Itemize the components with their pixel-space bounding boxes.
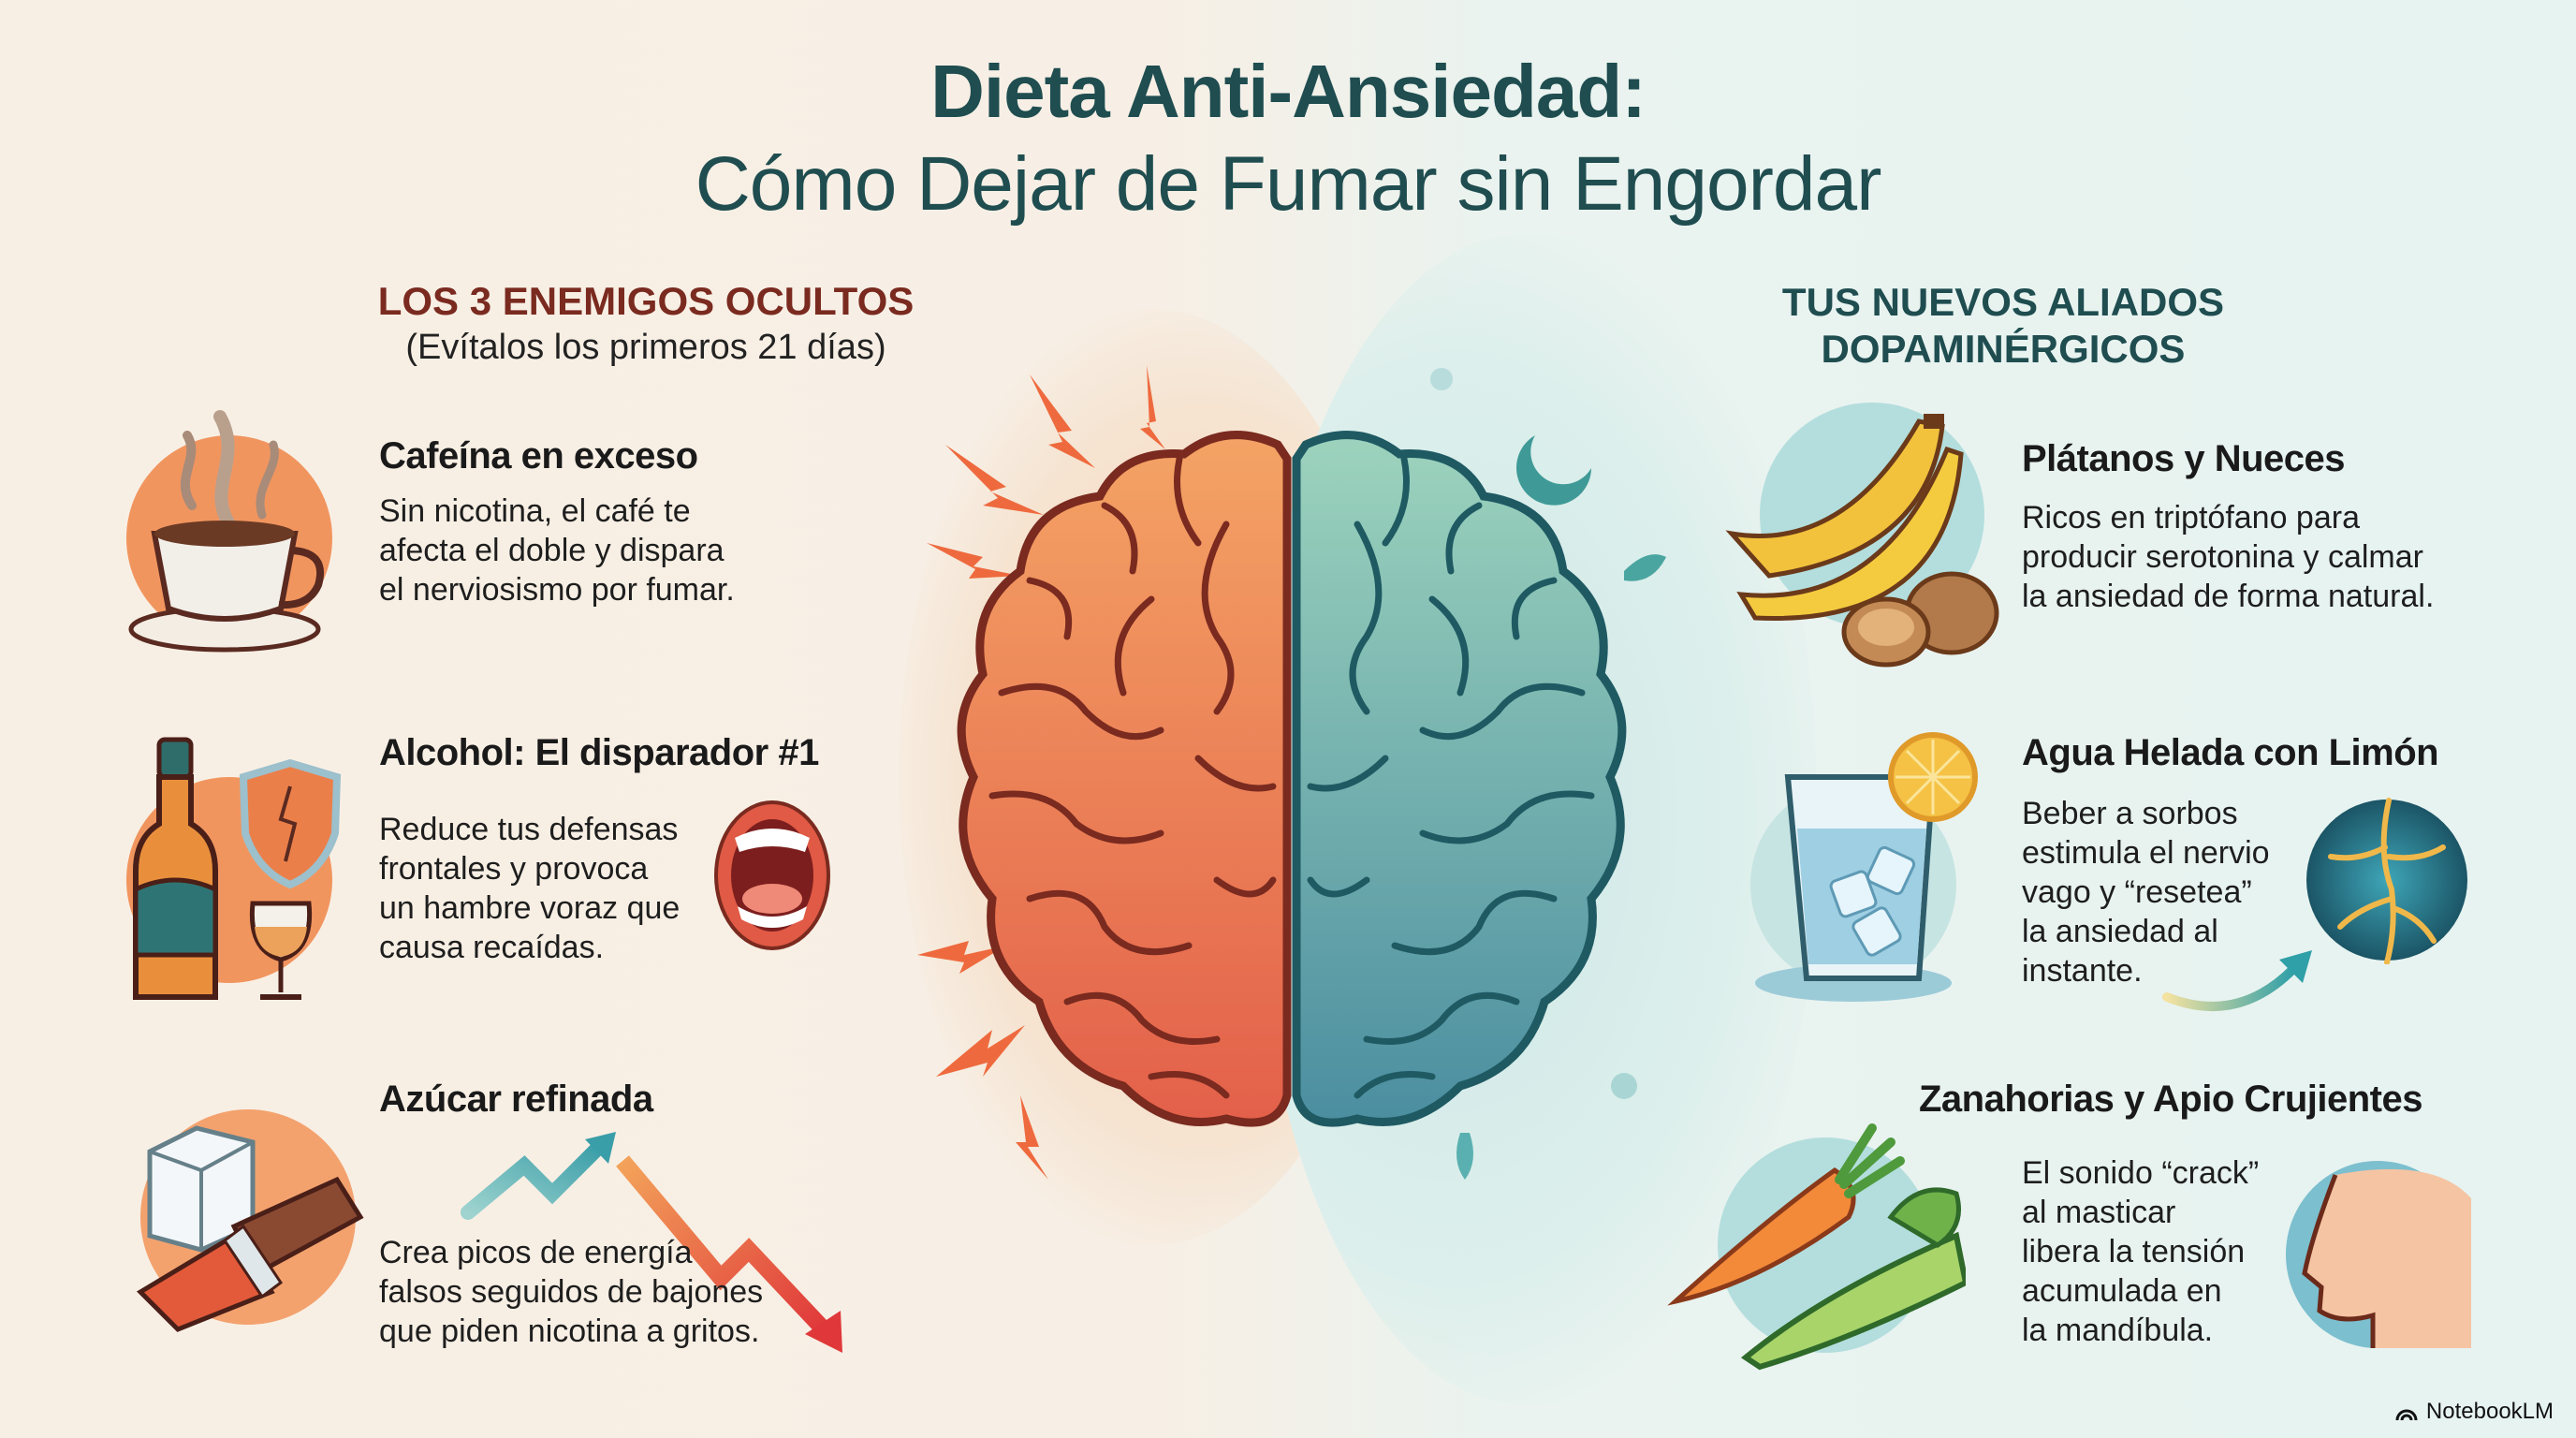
- iced-water-lemon-icon: [1750, 726, 1984, 1006]
- enemy-description: Crea picos de energía falsos seguidos de…: [379, 1235, 764, 1349]
- ally-description: Ricos en triptófano para producir seroto…: [2022, 500, 2435, 614]
- allies-heading: TUS NUEVOS ALIADOS DOPAMINÉRGICOS: [1704, 279, 2303, 373]
- ally-item-carrots-celery: Zanahorias y Apio Crujientes El sonido “…: [1657, 1067, 2574, 1386]
- enemies-heading: LOS 3 ENEMIGOS OCULTOS: [377, 279, 915, 323]
- ally-item-iced-water: Agua Helada con Limón Beber a sorbos est…: [1750, 721, 2574, 1020]
- enemies-subheading: (Evítalos los primeros 21 días): [405, 328, 886, 367]
- coffee-cup-icon: [112, 384, 346, 655]
- alcohol-bottle-icon: [112, 730, 346, 1011]
- ally-title: Plátanos y Nueces: [2022, 438, 2346, 479]
- curved-arrow-icon: [2162, 941, 2321, 1016]
- banana-walnut-icon: [1713, 393, 2022, 674]
- notebooklm-logo-icon: [2395, 1409, 2418, 1421]
- ally-description: El sonido “crack” al masticar libera la …: [2022, 1155, 2260, 1348]
- ally-item-bananas: Plátanos y Nueces Ricos en triptófano pa…: [1713, 393, 2537, 683]
- spike-crash-arrows-icon: [449, 1128, 899, 1362]
- enemy-item-alcohol: Alcohol: El disparador #1 Reduce tus def…: [112, 721, 861, 1020]
- vagus-nerve-icon: [2303, 796, 2471, 965]
- split-brain-icon: [917, 356, 1666, 1198]
- carrot-celery-icon: [1657, 1105, 1969, 1376]
- ally-description: Beber a sorbos estimula el nervio vago y…: [2022, 796, 2270, 989]
- enemy-description: Sin nicotina, el café te afecta el doble…: [379, 493, 735, 608]
- page-title: Dieta Anti-Ansiedad:: [930, 50, 1647, 133]
- moon-shape: [1516, 435, 1591, 506]
- enemy-title: Alcohol: El disparador #1: [379, 732, 819, 773]
- brand-footer: NotebookLM: [2394, 1399, 2554, 1425]
- enemy-item-caffeine: Cafeína en exceso Sin nicotina, el café …: [112, 384, 880, 665]
- allies-heading-line2: DOPAMINÉRGICOS: [1821, 327, 2186, 371]
- enemy-title: Cafeína en exceso: [379, 435, 698, 477]
- lightning-bolts: [917, 365, 1165, 1180]
- page-subtitle: Cómo Dejar de Fumar sin Engordar: [695, 141, 1882, 227]
- sugar-chocolate-icon: [122, 1086, 374, 1339]
- ally-title: Zanahorias y Apio Crujientes: [1919, 1078, 2422, 1120]
- open-mouth-icon: [711, 796, 833, 955]
- head-profile-icon: [2284, 1161, 2471, 1348]
- ally-title: Agua Helada con Limón: [2022, 732, 2439, 773]
- brand-label: NotebookLM: [2425, 1399, 2554, 1424]
- enemy-item-sugar: Azúcar refinada Crea picos de energía fa…: [112, 1067, 908, 1386]
- enemy-description: Reduce tus defensas frontales y provoca …: [379, 812, 681, 965]
- enemy-title: Azúcar refinada: [379, 1078, 653, 1120]
- allies-heading-line1: TUS NUEVOS ALIADOS: [1781, 280, 2225, 324]
